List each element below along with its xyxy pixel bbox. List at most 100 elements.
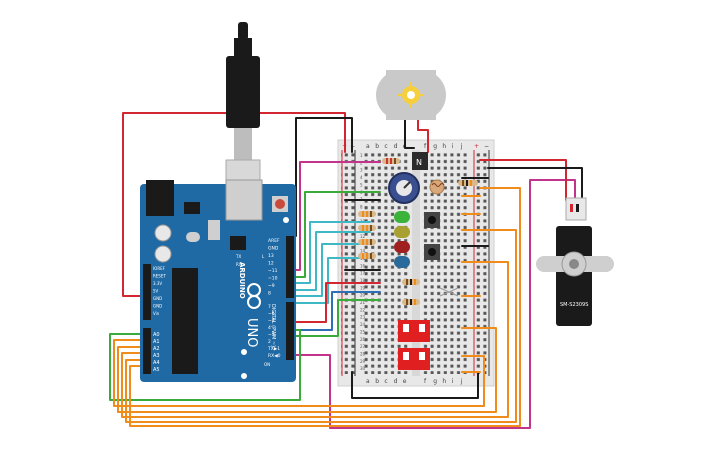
analog-header <box>143 328 151 374</box>
digital-pin-label: 2 <box>268 339 271 345</box>
mount-hole-1 <box>241 349 247 355</box>
column-label: h <box>442 143 446 150</box>
wire-motor-neg <box>404 119 415 149</box>
digital-pin-label: ~6 <box>268 311 275 317</box>
column-label: c <box>384 378 387 385</box>
row-number: 8 <box>360 204 363 209</box>
resistor-group <box>358 158 478 305</box>
row-number: 16 <box>360 263 366 268</box>
led-group <box>394 211 410 268</box>
wire-a3 <box>121 261 509 418</box>
temperature-sensor-icon <box>439 287 459 297</box>
power-pin-label: GND <box>153 296 162 301</box>
servo-model-label: SM-S2309S <box>560 302 588 308</box>
column-label: d <box>394 143 398 150</box>
digital-pin-label: ~3 <box>268 332 275 338</box>
wire-pin9 <box>289 243 371 297</box>
arduino-logo-icon <box>247 283 261 309</box>
column-label: g <box>433 378 437 385</box>
digital-pin-label: RX◀0 <box>268 353 281 359</box>
digital-pin-label: 13 <box>268 253 274 259</box>
rail-minus-label-right: − <box>484 143 489 150</box>
analog-pin-label: A4 <box>153 360 160 366</box>
column-label: f <box>424 378 427 385</box>
column-label: g <box>433 143 437 150</box>
atmega-chip <box>172 268 198 374</box>
wire-motor-pos <box>417 119 429 153</box>
pushbutton-icon <box>424 244 440 260</box>
column-label: j <box>460 378 463 385</box>
analog-pin-label: A1 <box>153 339 160 345</box>
led-icon <box>394 226 410 238</box>
capacitor-2 <box>154 245 172 263</box>
column-label: e <box>403 378 407 385</box>
column-label: j <box>460 143 463 150</box>
wire-pin12 <box>289 191 381 278</box>
digital-pwm-label: DIGITAL (PWM ~) <box>270 304 276 347</box>
dip-switch-icon <box>398 348 430 370</box>
wire-pin8 <box>289 257 371 304</box>
led-icon <box>394 211 410 223</box>
row-number: 29 <box>360 359 366 364</box>
column-label: i <box>452 378 454 385</box>
column-label: i <box>452 143 454 150</box>
led-label-rx: RX <box>236 262 242 267</box>
row-number: 27 <box>360 344 366 349</box>
row-number: 21 <box>360 300 366 305</box>
digital-pin-label: 12 <box>268 261 274 267</box>
digital-pin-label: TX▶1 <box>267 346 280 352</box>
wire-pin5 <box>289 291 381 331</box>
dc-motor-icon <box>376 70 446 120</box>
digital-pin-label: ~10 <box>268 276 278 282</box>
led-icon <box>394 256 410 268</box>
column-label: a <box>366 378 370 385</box>
resistor-icon <box>458 180 478 186</box>
wire-pin10 <box>289 231 371 291</box>
analog-pin-label: A3 <box>153 353 160 359</box>
crystal <box>186 232 200 242</box>
column-label: d <box>394 378 398 385</box>
digital-pin-label: 8 <box>268 291 271 297</box>
resistor-icon <box>358 211 376 217</box>
mount-hole-2 <box>241 373 247 379</box>
row-number: 28 <box>360 351 366 356</box>
power-pin-label: 3.3V <box>153 281 162 286</box>
row-number: 1 <box>360 153 363 158</box>
photoresistor-icon <box>429 179 445 195</box>
row-number: 3 <box>360 168 363 173</box>
digital-pin-label: ~11 <box>268 268 278 274</box>
wire-servo-gnd <box>487 167 583 201</box>
servo-icon: SM-S2309S <box>536 197 614 326</box>
resistor-icon <box>402 279 420 285</box>
usb-chip <box>230 236 246 250</box>
wire-bottom-gnd <box>351 371 479 399</box>
column-label: b <box>375 143 379 150</box>
row-number: 25 <box>360 329 366 334</box>
digital-pin-label: 4 <box>268 325 271 331</box>
row-number: 30 <box>360 366 366 371</box>
row-number: 19 <box>360 285 366 290</box>
wire-pin4 <box>289 299 381 337</box>
capacitor-1 <box>154 224 172 242</box>
resistor-icon <box>382 158 400 164</box>
led-label-on: ON <box>264 362 270 367</box>
voltage-regulator <box>184 202 200 214</box>
power-pin-label: 5V <box>153 289 159 294</box>
rail-plus-label-right: + <box>474 143 479 150</box>
power-pin-label: RESET <box>153 274 166 279</box>
row-number: 14 <box>360 249 366 254</box>
column-label: f <box>424 143 427 150</box>
resistor-icon <box>402 299 420 305</box>
reset-button <box>275 199 285 209</box>
transistor-label: N <box>416 158 422 167</box>
resistor-icon <box>358 225 376 231</box>
row-number: 20 <box>360 293 366 298</box>
wire-a0 <box>109 329 301 401</box>
row-number: 22 <box>360 307 366 312</box>
dip-switch-icon <box>398 320 430 342</box>
digital-pin-label: GND <box>268 246 279 252</box>
power-pin-label: IOREF <box>153 266 166 271</box>
row-number: 23 <box>360 315 366 320</box>
